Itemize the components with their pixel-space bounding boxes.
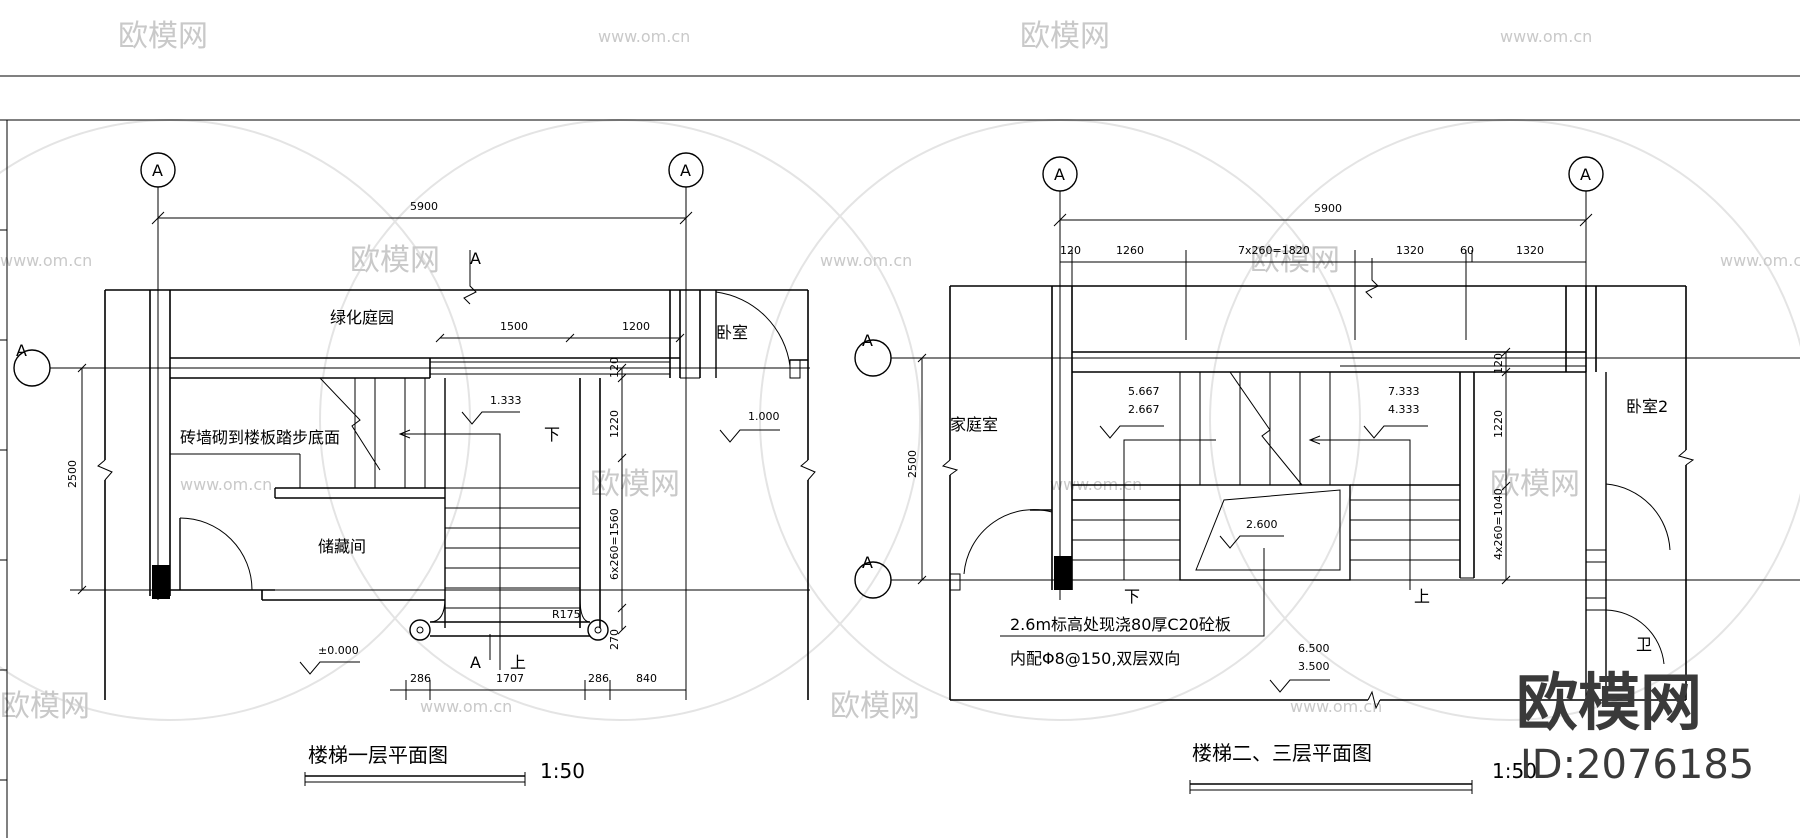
watermark-site: www.om.cn — [0, 251, 92, 270]
watermark-circles — [0, 119, 1800, 721]
arrow-up-label: 上 — [1414, 587, 1430, 606]
section-label: A — [470, 653, 481, 672]
plan-1: A A A 5900 — [13, 152, 816, 786]
dim-label: 2500 — [66, 460, 79, 488]
level-label: 3.500 — [1298, 660, 1330, 673]
dim-label: 270 — [608, 629, 621, 650]
dim-label: 6x260=1560 — [608, 508, 621, 580]
watermark-site: www.om.cn — [820, 251, 912, 270]
watermark-site: www.om.cn — [1720, 251, 1800, 270]
dim-label: 2500 — [906, 450, 919, 478]
brand-logo-text: 欧模网 — [1516, 666, 1702, 739]
room-label: 卧室 — [716, 323, 748, 342]
level-label: 1.333 — [490, 394, 522, 407]
dim-label: 1320 — [1396, 244, 1424, 257]
note-label: 2.6m标高处现浇80厚C20砼板 — [1010, 615, 1231, 634]
level-label: 1.000 — [748, 410, 780, 423]
axis-label: A — [16, 341, 27, 360]
level-label: 2.600 — [1246, 518, 1278, 531]
watermark-brand: 欧模网 — [1250, 243, 1340, 278]
dim-label: 120 — [608, 357, 621, 378]
corner-brand: 欧模网 ID:2076185 — [1516, 666, 1754, 788]
arrow-up-label: 上 — [510, 653, 526, 672]
axis-label: A — [680, 161, 691, 180]
level-label: ±0.000 — [318, 644, 359, 657]
dim-label: R175 — [552, 608, 581, 621]
watermark-site: www.om.cn — [1290, 697, 1382, 716]
section-label: A — [470, 249, 481, 268]
dim-label: 286 — [410, 672, 431, 685]
watermark-brand: 欧模网 — [118, 19, 208, 54]
axis-label: A — [1054, 165, 1065, 184]
axis-label: A — [152, 161, 163, 180]
dim-label: 60 — [1460, 244, 1474, 257]
level-label: 2.667 — [1128, 403, 1160, 416]
level-label: 5.667 — [1128, 385, 1160, 398]
plan-2: A A A A 5900 120 1260 7x260=1820 1320 60… — [854, 156, 1800, 794]
axis-label: A — [1580, 165, 1591, 184]
arrow-down-label: 下 — [1124, 587, 1140, 606]
note-label: 内配Φ8@150,双层双向 — [1010, 649, 1180, 668]
dim-label: 840 — [636, 672, 657, 685]
dim-label: 120 — [1492, 353, 1505, 374]
axis-label: A — [862, 331, 873, 350]
dim-label: 286 — [588, 672, 609, 685]
level-label: 6.500 — [1298, 642, 1330, 655]
dim-label: 1320 — [1516, 244, 1544, 257]
room-label: 卧室2 — [1626, 397, 1668, 416]
dim-label: 1200 — [622, 320, 650, 333]
dim-label: 1500 — [500, 320, 528, 333]
watermark-brand: 欧模网 — [1020, 19, 1110, 54]
watermark-brand: 欧模网 — [350, 243, 440, 278]
level-label: 4.333 — [1388, 403, 1420, 416]
watermark-brand: 欧模网 — [830, 689, 920, 724]
dim-label: 1220 — [608, 410, 621, 438]
note-label: 砖墙砌到楼板踏步底面 — [180, 428, 340, 447]
watermark-brand: 欧模网 — [590, 467, 680, 502]
watermark-site: www.om.cn — [420, 697, 512, 716]
plan-scale: 1:50 — [1492, 759, 1537, 783]
room-label: 绿化庭园 — [330, 308, 394, 327]
dim-label: 1260 — [1116, 244, 1144, 257]
watermark-site: www.om.cn — [1500, 27, 1592, 46]
column-block — [152, 565, 170, 599]
brand-id: ID:2076185 — [1520, 742, 1754, 788]
watermark-brand: 欧模网 — [0, 689, 90, 724]
room-label: 卫 — [1636, 635, 1652, 654]
dim-label: 4x260=1040 — [1492, 488, 1505, 560]
dim-label: 5900 — [1314, 202, 1342, 215]
room-label: 储藏间 — [318, 537, 366, 556]
room-label: 家庭室 — [950, 415, 998, 434]
dim-label: 1707 — [496, 672, 524, 685]
level-label: 7.333 — [1388, 385, 1420, 398]
watermark-brand: 欧模网 — [1490, 467, 1580, 502]
dim-label: 7x260=1820 — [1238, 244, 1310, 257]
plan-scale: 1:50 — [540, 759, 585, 783]
watermark-site: www.om.cn — [180, 475, 272, 494]
sheet-frame — [0, 75, 1800, 838]
column-block — [1054, 556, 1072, 590]
plan-title: 楼梯二、三层平面图 — [1192, 741, 1372, 765]
watermark-texts: 欧模网 www.om.cn 欧模网 www.om.cn www.om.cn 欧模… — [0, 19, 1800, 724]
dim-label: 5900 — [410, 200, 438, 213]
dim-label: 1220 — [1492, 410, 1505, 438]
plan-title: 楼梯一层平面图 — [308, 743, 448, 767]
axis-label: A — [862, 553, 873, 572]
axis-bubbles: A A A A — [854, 156, 1604, 599]
dim-label: 120 — [1060, 244, 1081, 257]
watermark-site: www.om.cn — [598, 27, 690, 46]
arrow-down-label: 下 — [544, 425, 560, 444]
